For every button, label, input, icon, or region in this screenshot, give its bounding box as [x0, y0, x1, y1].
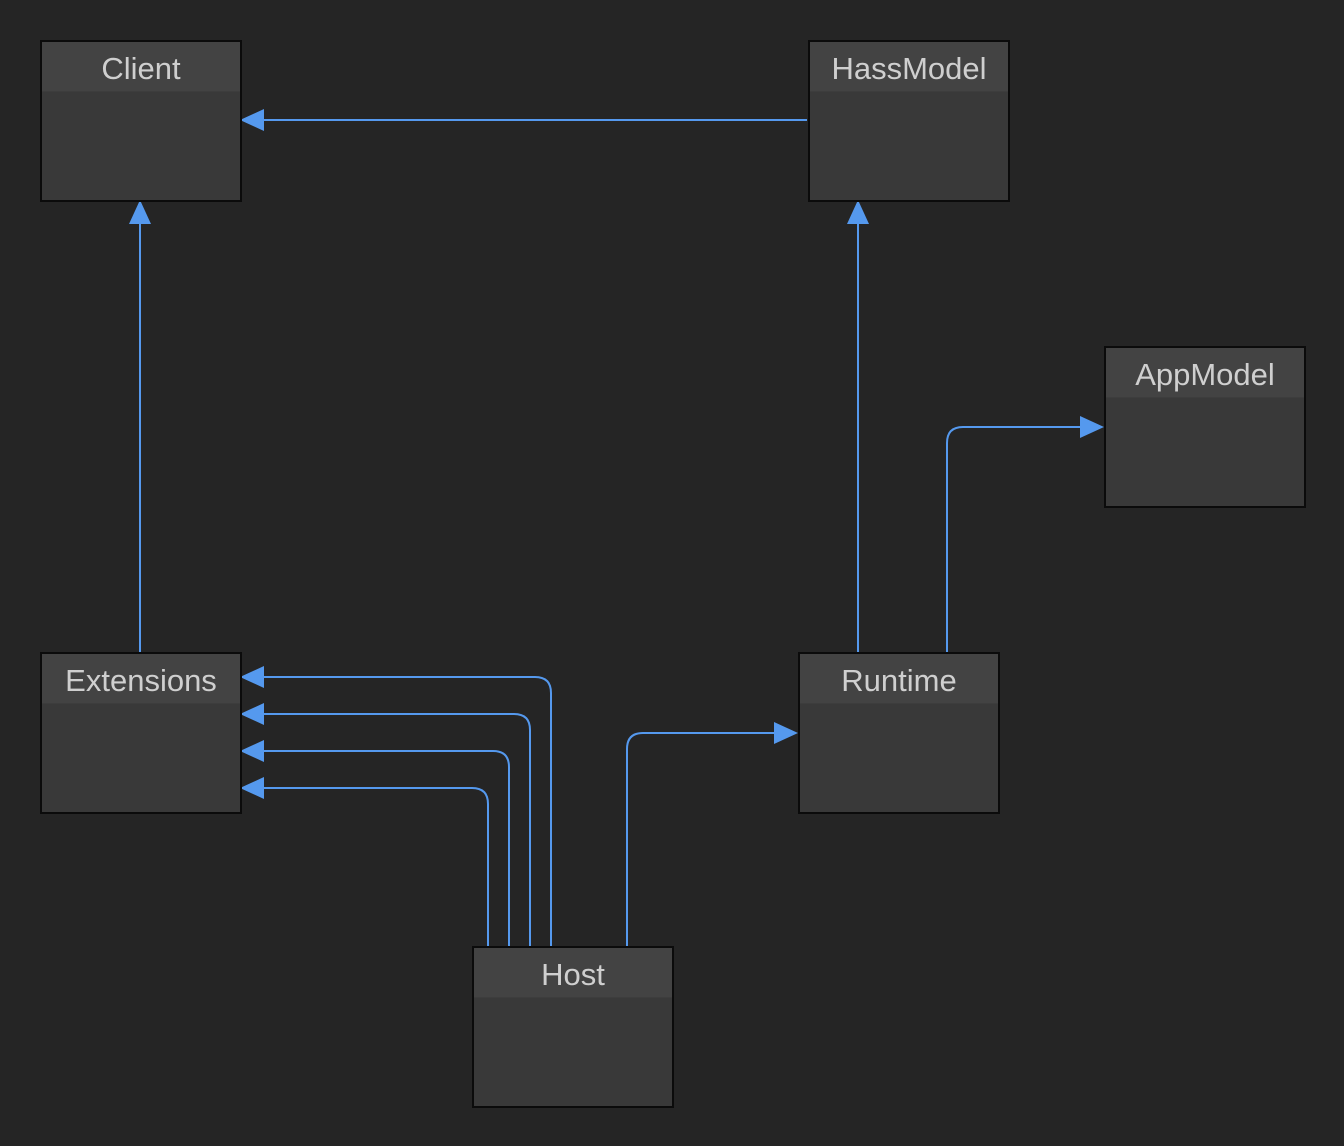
arrowhead-icon	[240, 703, 264, 725]
edge-hassmodel-to-client	[240, 109, 807, 131]
arrowhead-icon	[240, 666, 264, 688]
node-client[interactable]: Client	[40, 40, 242, 202]
edge-host-to-extensions-4	[240, 777, 489, 946]
edge-host-to-extensions-3	[240, 740, 510, 946]
node-label: AppModel	[1106, 348, 1304, 398]
arrowhead-icon	[240, 740, 264, 762]
arrowhead-icon	[847, 200, 869, 224]
edge-host-to-extensions-2	[240, 703, 531, 946]
node-appmodel[interactable]: AppModel	[1104, 346, 1306, 508]
node-runtime[interactable]: Runtime	[798, 652, 1000, 814]
node-label: Host	[474, 948, 672, 998]
node-label: Client	[42, 42, 240, 92]
arrowhead-icon	[774, 722, 798, 744]
arrowhead-icon	[240, 109, 264, 131]
node-label: Runtime	[800, 654, 998, 704]
arrowhead-icon	[129, 200, 151, 224]
node-hassmodel[interactable]: HassModel	[808, 40, 1010, 202]
edge-runtime-to-appmodel	[946, 416, 1104, 652]
edge-runtime-to-hassmodel	[847, 200, 869, 652]
node-host[interactable]: Host	[472, 946, 674, 1108]
node-extensions[interactable]: Extensions	[40, 652, 242, 814]
arrowhead-icon	[240, 777, 264, 799]
edge-extensions-to-client	[129, 200, 151, 652]
arrowhead-icon	[1080, 416, 1104, 438]
node-label: Extensions	[42, 654, 240, 704]
node-label: HassModel	[810, 42, 1008, 92]
edge-host-to-extensions-1	[240, 666, 552, 946]
edge-host-to-runtime	[626, 722, 798, 946]
